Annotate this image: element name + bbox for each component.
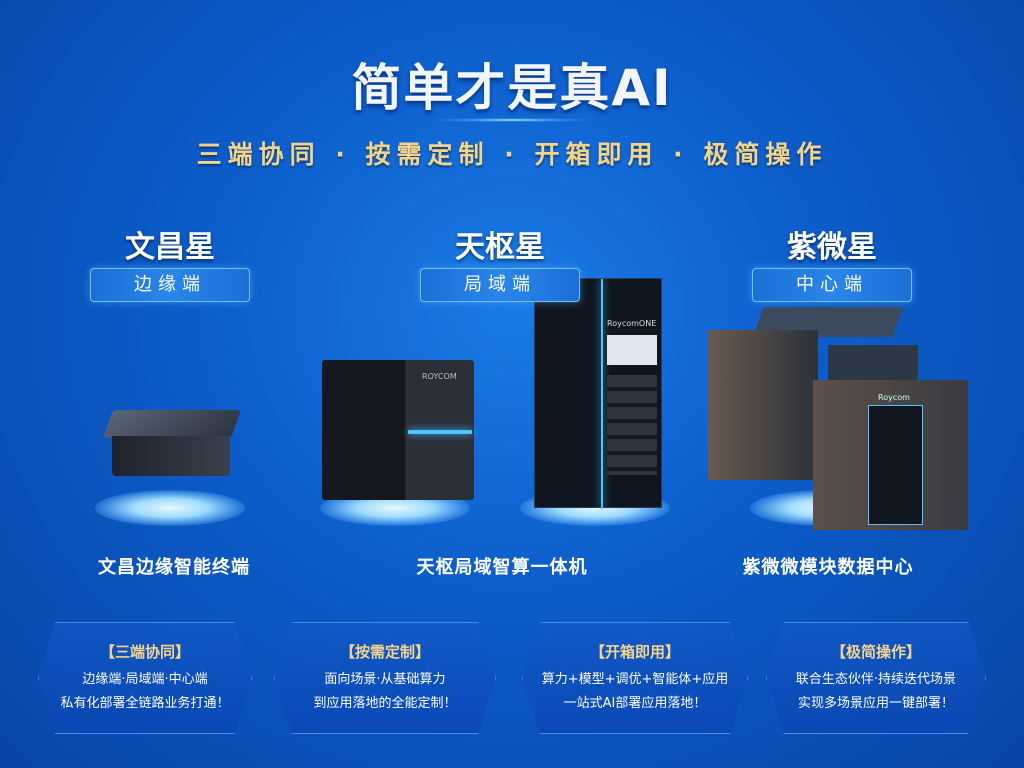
feature-card-collaboration: 【三端协同】 边缘端·局域端·中心端 私有化部署全链路业务打通！	[38, 622, 252, 734]
card-line: 一站式AI部署应用落地！	[563, 696, 707, 711]
edge-terminal-image	[102, 410, 242, 480]
pedestal	[95, 490, 245, 526]
feature-card-customization: 【按需定制】 面向场景·从基础算力 到应用落地的全能定制！	[274, 622, 496, 734]
card-line: 到应用落地的全能定制！	[313, 696, 457, 711]
tier-label-edge: 边缘端	[90, 268, 250, 302]
product-caption-ziwei: 紫微微模块数据中心	[742, 557, 914, 578]
card-line: 私有化部署全链路业务打通！	[60, 696, 230, 711]
card-line: 面向场景·从基础算力	[324, 672, 446, 687]
tier-label-local: 局域端	[420, 268, 580, 302]
card-line: 算力+模型+调优+智能体+应用	[541, 672, 729, 687]
title-glow-divider	[432, 118, 592, 122]
product-caption-wenchang: 文昌边缘智能终端	[98, 557, 250, 578]
micro-module-datacenter-image: Roycom	[708, 285, 968, 530]
card-line: 边缘端·局域端·中心端	[82, 672, 208, 687]
product-name-tianshu: 天枢星	[455, 230, 545, 265]
server-brand-label: ROYCOM	[422, 372, 457, 381]
product-caption-tianshu: 天枢局域智算一体机	[416, 557, 588, 578]
feature-card-simple-ops: 【极简操作】 联合生态伙伴·持续迭代场景 实现多场景应用一键部署！	[766, 622, 986, 734]
dc-brand-label: Roycom	[878, 393, 910, 402]
card-heading: 【按需定制】	[339, 643, 430, 661]
tower-server-image: ROYCOM	[322, 360, 474, 500]
page-title: 简单才是真AI	[351, 59, 673, 117]
card-line: 实现多场景应用一键部署！	[797, 696, 954, 711]
feature-card-out-of-box: 【开箱即用】 算力+模型+调优+智能体+应用 一站式AI部署应用落地！	[522, 622, 748, 734]
rack-server-image: RoycomONE	[534, 278, 662, 509]
product-name-wenchang: 文昌星	[125, 230, 215, 265]
rack-brand-label: RoycomONE	[607, 319, 657, 328]
page-subtitle: 三端协同 · 按需定制 · 开箱即用 · 极简操作	[196, 140, 828, 169]
card-heading: 【三端协同】	[99, 643, 190, 661]
product-name-ziwei: 紫微星	[787, 230, 877, 265]
card-line: 联合生态伙伴·持续迭代场景	[795, 672, 957, 687]
tier-label-center: 中心端	[752, 268, 912, 302]
card-heading: 【极简操作】	[830, 643, 921, 661]
card-heading: 【开箱即用】	[589, 643, 680, 661]
